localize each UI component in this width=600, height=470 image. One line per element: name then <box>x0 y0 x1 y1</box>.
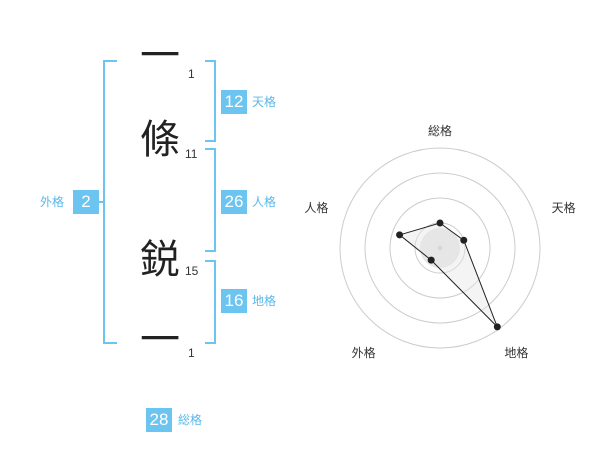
radar-axis-label-3: 地格 <box>504 345 528 360</box>
radar-ring-4 <box>339 147 541 349</box>
radar-center-dot <box>437 245 443 251</box>
tenkaku-bracket <box>205 60 216 142</box>
radar-point-1 <box>436 219 444 227</box>
name-char-4: 一 <box>140 317 180 363</box>
stroke-count-2: 11 <box>185 147 198 161</box>
radar-point-2 <box>460 236 468 244</box>
gaikaku-label: 外格 <box>40 195 65 209</box>
name-char-1: 一 <box>140 33 180 79</box>
tenkaku-badge: 12 <box>221 90 247 114</box>
radar-ring-3 <box>364 172 516 324</box>
radar-axis-label-1: 総格 <box>428 123 452 138</box>
name-char-2: 條 <box>140 117 180 163</box>
chikaku-label: 地格 <box>252 294 277 308</box>
radar-axis-label-5: 人格 <box>304 200 328 215</box>
radar-series-area <box>398 222 498 328</box>
jinkaku-bracket <box>205 148 216 252</box>
gaikaku-badge: 2 <box>73 190 99 214</box>
name-char-3: 鋭 <box>140 237 180 283</box>
radar-axis-label-2: 天格 <box>552 200 576 215</box>
outer-bracket <box>103 60 117 344</box>
radar-axis-label-4: 外格 <box>352 345 376 360</box>
chikaku-bracket <box>205 260 216 344</box>
tenkaku-label: 天格 <box>252 95 277 109</box>
stroke-count-1: 1 <box>188 67 195 81</box>
soukaku-label: 総格 <box>178 413 203 427</box>
stroke-count-4: 1 <box>188 346 195 360</box>
jinkaku-label: 人格 <box>252 195 277 209</box>
radar-point-3 <box>493 323 501 331</box>
outer-bracket-tick <box>96 201 103 203</box>
soukaku-badge: 28 <box>146 408 172 432</box>
jinkaku-badge: 26 <box>221 190 247 214</box>
chikaku-badge: 16 <box>221 289 247 313</box>
stroke-count-3: 15 <box>185 264 199 278</box>
radar-ring-2 <box>389 197 491 299</box>
radar-point-4 <box>427 256 435 264</box>
radar-series <box>396 219 501 331</box>
radar-point-5 <box>396 231 404 239</box>
